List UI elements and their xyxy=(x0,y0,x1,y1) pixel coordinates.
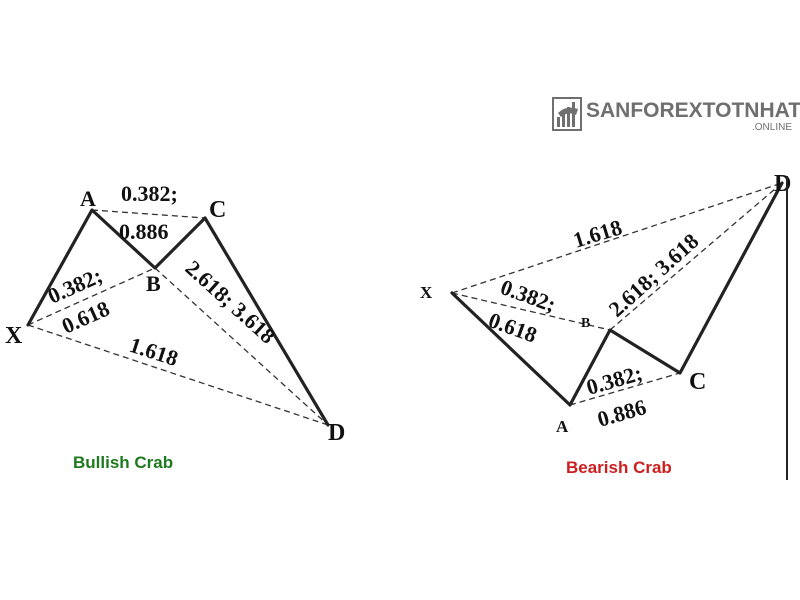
bearish-ratio-xb-bottom: 0.618 xyxy=(485,307,540,347)
bearish-label-a: A xyxy=(556,417,569,436)
right-edge-divider xyxy=(786,176,788,480)
bearish-ratio-bd: 2.618; 3.618 xyxy=(604,228,704,321)
bearish-dash-a-c xyxy=(569,372,681,406)
bullish-label-b: B xyxy=(146,271,161,296)
bearish-dash-x-b xyxy=(451,292,611,331)
bearish-label-d: D xyxy=(774,171,791,197)
bearish-crab-pattern: X A B C D 1.618 0.382; 0.618 2.618; 3.61… xyxy=(420,171,791,477)
bullish-dash-a-c xyxy=(91,209,206,219)
bullish-ratio-ac-top: 0.382; xyxy=(121,181,178,206)
chart-bull-icon xyxy=(552,97,582,131)
bullish-crab-pattern: X A B C D 0.382; 0.886 0.382; 0.618 2.61… xyxy=(5,181,345,472)
bullish-dash-x-b xyxy=(27,267,156,326)
bullish-zigzag-xabcd xyxy=(26,208,330,427)
bearish-dash-b-d xyxy=(609,182,783,331)
bearish-ratio-ac-bottom: 0.886 xyxy=(594,394,648,432)
logo-domain-suffix: .ONLINE xyxy=(751,122,792,133)
bullish-label-c: C xyxy=(209,197,226,223)
bullish-dash-x-d xyxy=(27,324,329,426)
site-logo: SANFOREXTOTNHAT .ONLINE xyxy=(552,97,800,139)
bearish-ratio-ac-top: 0.382; xyxy=(583,360,645,400)
bearish-label-x: X xyxy=(420,283,433,302)
bullish-caption: Bullish Crab xyxy=(73,453,173,472)
bearish-zigzag-xabcd xyxy=(450,181,784,407)
bullish-label-a: A xyxy=(80,186,96,211)
bearish-dash-x-d xyxy=(451,182,783,294)
bearish-ratio-xb-top: 0.382; xyxy=(497,274,559,317)
bearish-label-c: C xyxy=(689,369,706,395)
bullish-ratio-bd: 2.618; 3.618 xyxy=(181,255,281,348)
bearish-ratio-xd: 1.618 xyxy=(570,214,625,252)
bullish-ratio-xd: 1.618 xyxy=(126,332,181,371)
logo-brand-text: SANFOREXTOTNHAT xyxy=(586,99,800,122)
bearish-caption: Bearish Crab xyxy=(566,458,672,477)
bullish-dash-b-d xyxy=(154,267,329,426)
bullish-label-x: X xyxy=(5,323,23,349)
bullish-ratio-ac-bottom: 0.886 xyxy=(119,219,169,244)
bearish-label-b: B xyxy=(581,316,590,331)
bullish-label-d: D xyxy=(328,420,345,446)
